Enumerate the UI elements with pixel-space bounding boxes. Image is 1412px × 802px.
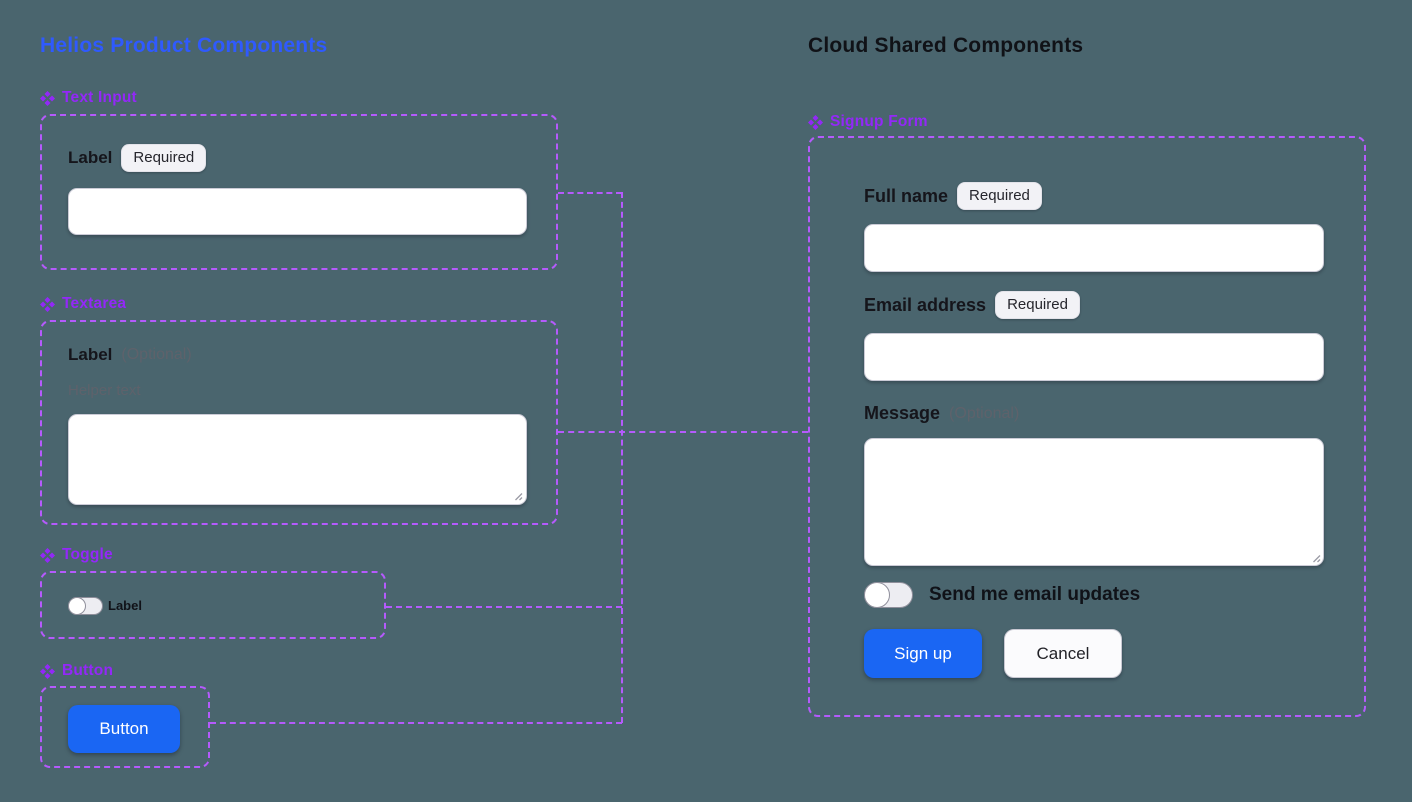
- component-label-signup-form: Signup Form: [808, 113, 928, 131]
- connector-trunk: [621, 192, 623, 723]
- message-label-row: Message (Optional): [864, 403, 1019, 424]
- component-name: Toggle: [62, 546, 113, 563]
- component-icon: [40, 547, 55, 563]
- toggle-label: Label: [108, 598, 142, 613]
- field-label-row: Label Required: [68, 144, 207, 172]
- full-name-label-row: Full name Required: [864, 182, 1042, 210]
- email-updates-toggle[interactable]: [863, 581, 913, 608]
- optional-label: (Optional): [949, 404, 1020, 422]
- component-label-toggle: Toggle: [40, 546, 113, 564]
- field-label: Label: [68, 148, 113, 167]
- email-input[interactable]: [864, 333, 1324, 381]
- left-library-title: Helios Product Components: [40, 34, 328, 57]
- component-icon: [40, 296, 55, 312]
- toggle-knob: [863, 581, 890, 608]
- full-name-label: Full name: [864, 185, 949, 206]
- text-input-frame: Label Required: [40, 114, 558, 270]
- toggle-knob: [67, 596, 86, 615]
- button-frame: Button: [40, 686, 210, 768]
- message-textarea[interactable]: [864, 438, 1324, 566]
- component-name: Signup Form: [830, 113, 928, 130]
- component-icon: [40, 90, 55, 106]
- field-label: Label: [68, 345, 113, 364]
- textarea-frame: Label (Optional) Helper text: [40, 320, 558, 525]
- email-updates-label: Send me email updates: [929, 584, 1141, 605]
- text-input-field[interactable]: [68, 188, 527, 235]
- resize-handle-icon[interactable]: [512, 490, 523, 501]
- component-icon: [40, 663, 55, 679]
- component-name: Textarea: [62, 295, 127, 312]
- component-label-textarea: Textarea: [40, 295, 126, 313]
- primary-button[interactable]: Button: [68, 705, 180, 753]
- component-icon: [808, 114, 823, 130]
- email-label-row: Email address Required: [864, 291, 1080, 319]
- required-badge: Required: [995, 291, 1080, 319]
- connector-text-input: [558, 192, 622, 194]
- cancel-button[interactable]: Cancel: [1004, 629, 1122, 678]
- sign-up-button[interactable]: Sign up: [864, 629, 982, 678]
- component-name: Text Input: [62, 89, 137, 106]
- textarea-field[interactable]: [68, 414, 527, 505]
- field-label-row: Label (Optional): [68, 345, 192, 365]
- optional-label: (Optional): [121, 346, 192, 363]
- resize-handle-icon[interactable]: [1310, 552, 1321, 563]
- component-name: Button: [62, 662, 114, 679]
- required-badge: Required: [957, 182, 1042, 210]
- connector-textarea-to-form: [558, 431, 808, 433]
- component-label-button: Button: [40, 662, 113, 680]
- message-label: Message: [864, 403, 941, 423]
- full-name-input[interactable]: [864, 224, 1324, 272]
- toggle-label-row: Label: [108, 598, 142, 613]
- signup-form-frame: Full name Required Email address Require…: [808, 136, 1366, 717]
- connector-button: [210, 722, 622, 724]
- required-badge: Required: [121, 144, 207, 172]
- toggle-label-row: Send me email updates: [929, 584, 1140, 606]
- toggle-frame: Label: [40, 571, 386, 639]
- right-library-title: Cloud Shared Components: [808, 34, 1084, 57]
- helper-text: Helper text: [68, 382, 141, 399]
- toggle-switch[interactable]: [67, 596, 103, 615]
- email-label: Email address: [864, 294, 987, 315]
- component-label-text-input: Text Input: [40, 89, 137, 107]
- connector-toggle: [386, 606, 622, 608]
